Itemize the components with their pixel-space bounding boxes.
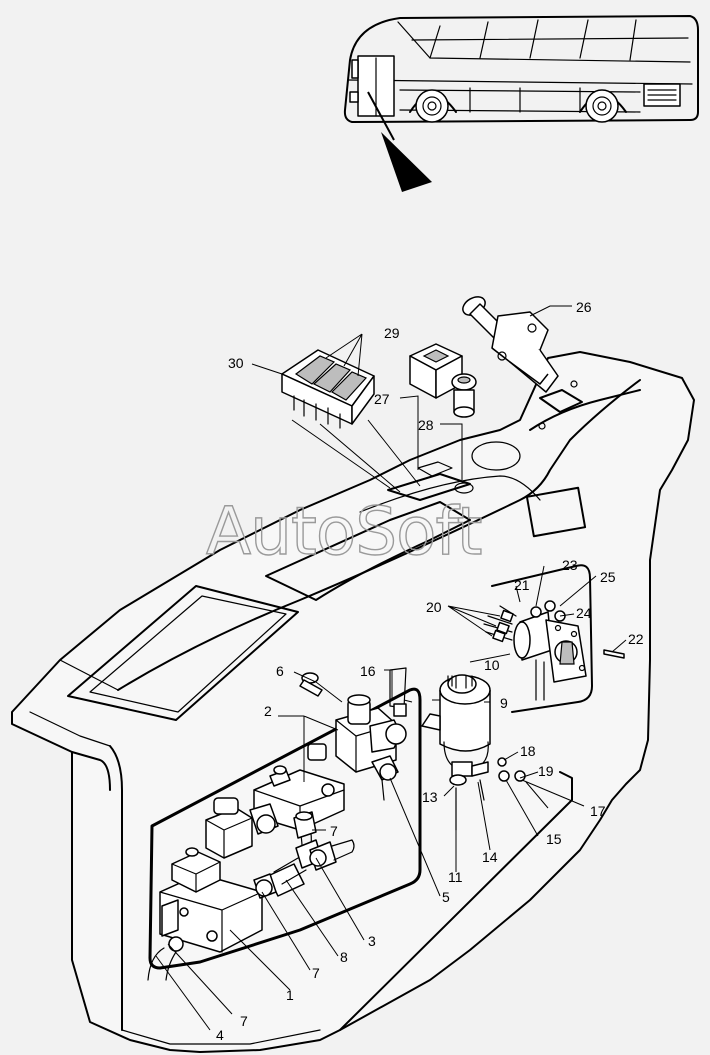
callout-3: 3 <box>368 933 376 949</box>
fluid-reservoir <box>421 674 526 831</box>
callout-6: 6 <box>276 663 284 679</box>
callout-21: 21 <box>514 577 530 593</box>
callout-7a: 7 <box>330 823 338 839</box>
ignition-switch-assembly <box>483 600 625 701</box>
callout-27: 27 <box>374 391 390 407</box>
callout-10: 10 <box>484 657 500 673</box>
callout-7b: 7 <box>312 965 320 981</box>
callout-14: 14 <box>482 849 498 865</box>
location-arrow <box>367 91 432 192</box>
callout-23: 23 <box>562 557 578 573</box>
valve-block-lower <box>249 765 345 835</box>
callout-5: 5 <box>442 889 450 905</box>
callout-15: 15 <box>546 831 562 847</box>
pipes-and-fittings <box>253 811 355 899</box>
watermark-text: AutoSoft <box>206 493 482 570</box>
callout-19: 19 <box>538 763 554 779</box>
callout-25: 25 <box>600 569 616 585</box>
callout-17: 17 <box>590 803 606 819</box>
callout-30: 30 <box>228 355 244 371</box>
rocker-switch-block <box>281 349 375 429</box>
valve-block-upper <box>307 694 407 801</box>
callout-8: 8 <box>340 949 348 965</box>
callout-28: 28 <box>418 417 434 433</box>
callout-1: 1 <box>286 987 294 1003</box>
callout-22: 22 <box>628 631 644 647</box>
callout-24: 24 <box>576 605 592 621</box>
fitting-and-screw <box>299 667 407 717</box>
callout-29: 29 <box>384 325 400 341</box>
callout-9: 9 <box>500 695 508 711</box>
bus-illustration <box>343 15 699 123</box>
callout-7c: 7 <box>240 1013 248 1029</box>
callout-26: 26 <box>576 299 592 315</box>
leader-lines <box>155 305 627 1031</box>
callout-13: 13 <box>422 789 438 805</box>
callout-18: 18 <box>520 743 536 759</box>
callout-20: 20 <box>426 599 442 615</box>
callout-4: 4 <box>216 1027 224 1043</box>
callout-16: 16 <box>360 663 376 679</box>
callout-11: 11 <box>448 869 463 885</box>
main-valve-assembly <box>147 797 263 981</box>
hand-brake-valve <box>462 296 559 393</box>
cigarette-lighter <box>451 373 477 418</box>
callout-2: 2 <box>264 703 272 719</box>
callout-labels: 1 2 3 4 5 6 7 7 7 8 9 10 11 13 14 15 16 … <box>216 299 644 1043</box>
